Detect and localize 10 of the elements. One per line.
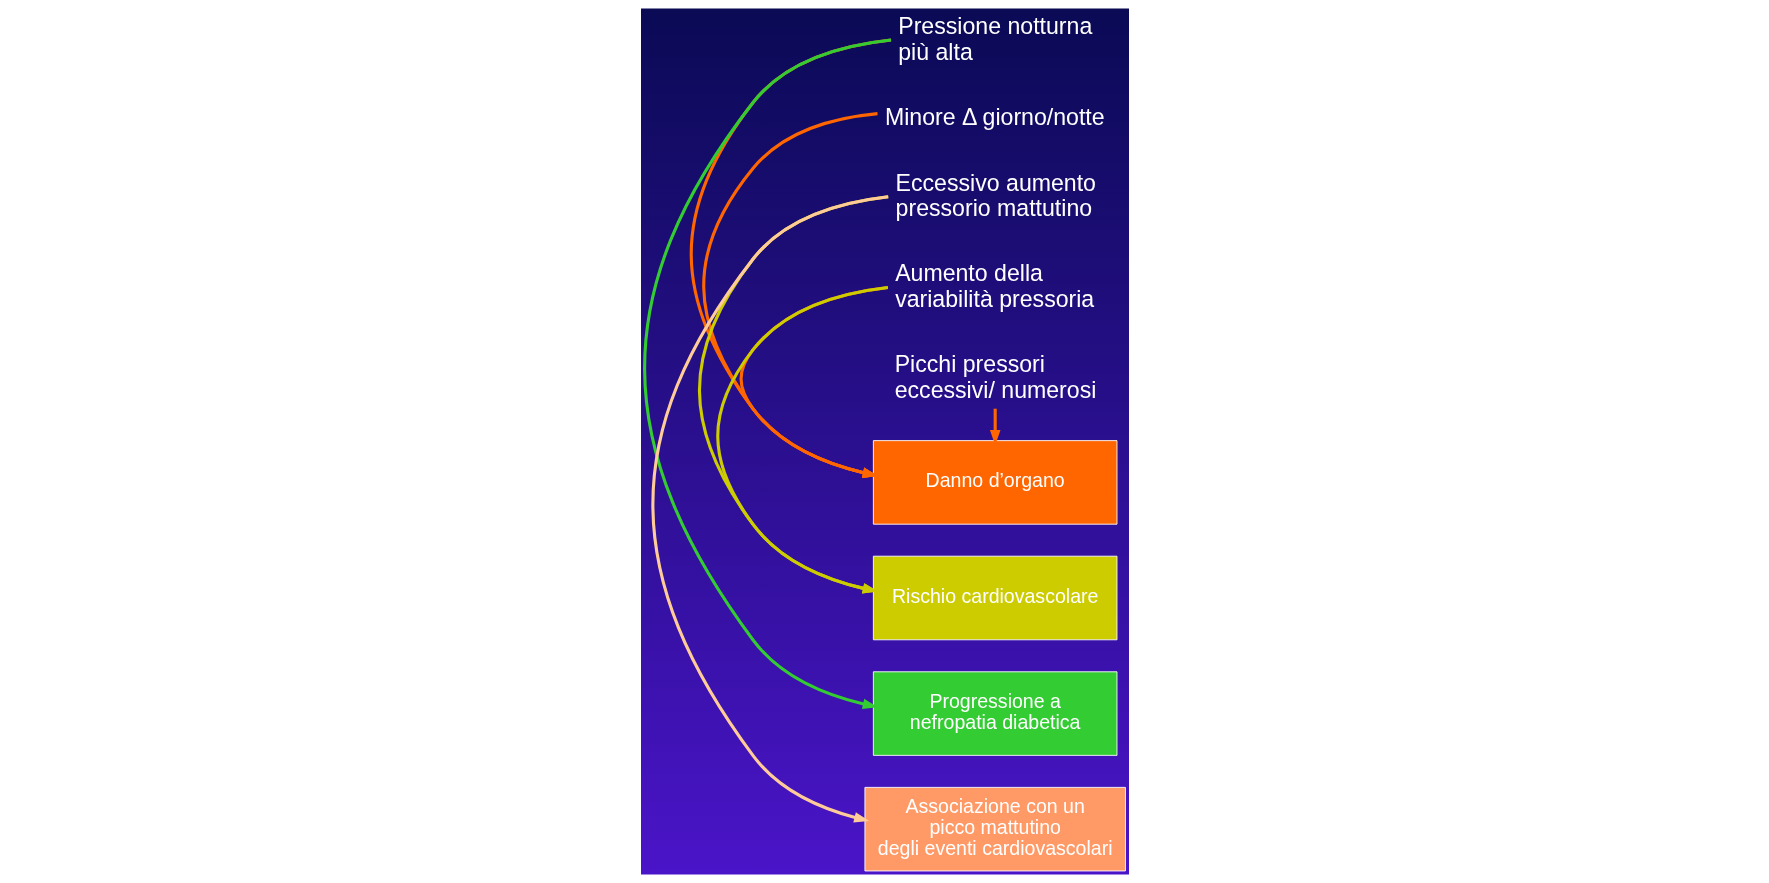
node-box: Associazione con un picco mattutino degli eventi cardiovascolari <box>863 786 1126 872</box>
node-box: Danno d’organo <box>872 440 1117 525</box>
node-box: Progressione a nefropatia diabetica <box>872 671 1117 756</box>
node-text: Eccessivo aumento pressorio mattutino <box>895 169 1096 222</box>
node-text: Picchi pressori eccessivi/ numerosi <box>894 350 1096 403</box>
node-text: Pressione notturna più alta <box>897 13 1092 65</box>
node-box: Rischio cardiovascolare <box>872 555 1117 641</box>
arrow <box>701 112 878 478</box>
node-text: Aumento della variabilità pressoria <box>894 260 1094 313</box>
node-text: Minore Δ giorno/notte <box>884 104 1105 131</box>
